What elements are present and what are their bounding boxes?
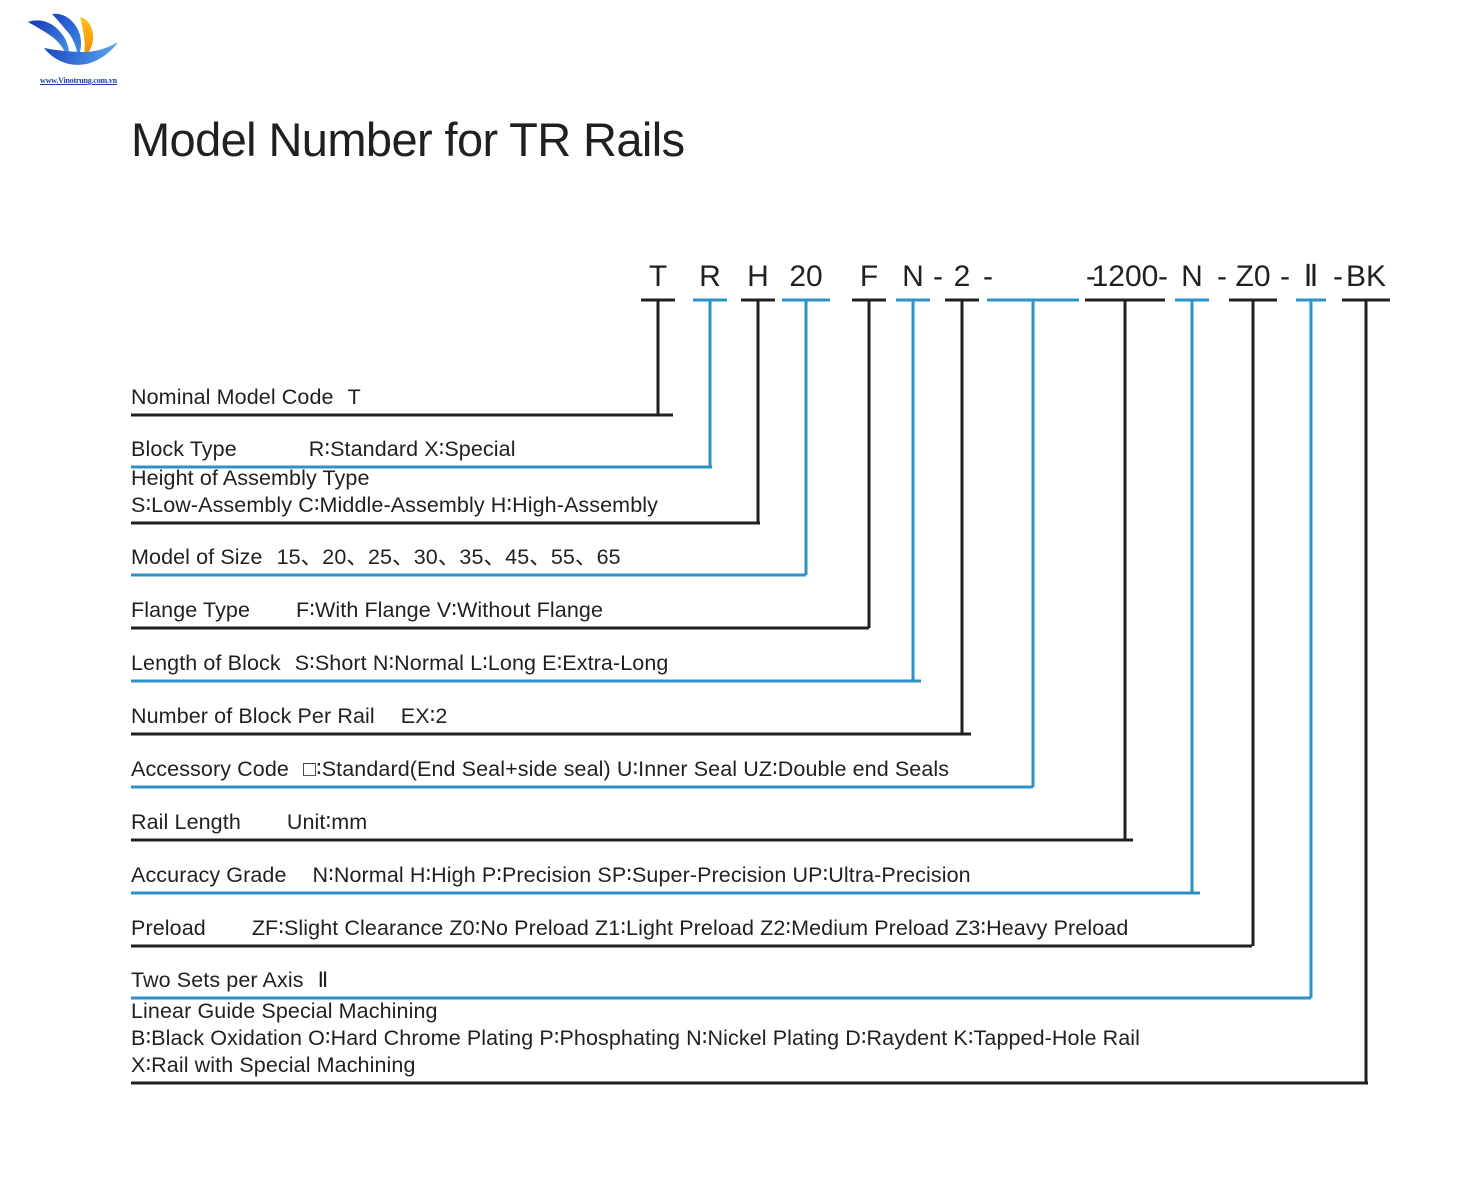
label-line: Number of Block Per Rail EX∶2: [131, 703, 447, 730]
label-text: □∶Standard(End Seal+side seal) U∶Inner S…: [302, 757, 950, 781]
label-rail-length: Rail Length Unit∶mm: [131, 809, 367, 836]
label-text: ZF∶Slight Clearance Z0∶No Preload Z1∶Lig…: [251, 916, 1129, 940]
label-text: Model of Size: [131, 545, 263, 569]
label-length-of-block: Length of Block S∶Short N∶Normal L∶Long E…: [131, 650, 668, 677]
label-text: S∶Low-Assembly C∶Middle-Assembly H∶High-…: [131, 493, 658, 517]
label-two-sets-per-axis: Two Sets per Axis Ⅱ: [131, 967, 328, 994]
code-token-r[interactable]: R: [699, 260, 721, 293]
label-preload: Preload ZF∶Slight Clearance Z0∶No Preload…: [131, 915, 1128, 942]
label-text: Accessory Code: [131, 757, 289, 781]
code-separator-3: -: [1158, 260, 1168, 293]
code-separator-5: -: [1280, 260, 1290, 293]
label-text: 15、20、25、30、35、45、55、65: [276, 545, 621, 569]
code-separator-0: -: [933, 260, 943, 293]
code-separator-4: -: [1217, 260, 1227, 293]
label-line: S∶Low-Assembly C∶Middle-Assembly H∶High-…: [131, 492, 658, 519]
label-text: T: [347, 385, 361, 409]
label-text: X∶Rail with Special Machining: [131, 1053, 416, 1077]
code-token-bk[interactable]: BK: [1345, 260, 1387, 293]
label-line: Preload ZF∶Slight Clearance Z0∶No Preload…: [131, 915, 1128, 942]
label-text: Length of Block: [131, 651, 281, 675]
label-text: Accuracy Grade: [131, 863, 287, 887]
label-line: Accuracy Grade N∶Normal H∶High P∶Precisio…: [131, 862, 971, 889]
label-line: Linear Guide Special Machining: [131, 998, 1140, 1025]
label-text: B∶Black Oxidation O∶Hard Chrome Plating …: [131, 1026, 1141, 1050]
code-token-2[interactable]: 2: [953, 260, 971, 293]
label-accuracy-grade: Accuracy Grade N∶Normal H∶High P∶Precisio…: [131, 862, 971, 889]
label-line: X∶Rail with Special Machining: [131, 1052, 1140, 1079]
label-line: Model of Size 15、20、25、30、35、45、55、65: [131, 544, 621, 571]
label-text: Linear Guide Special Machining: [131, 999, 438, 1023]
label-accessory-code: Accessory Code □∶Standard(End Seal+side s…: [131, 756, 949, 783]
label-line: Height of Assembly Type: [131, 465, 658, 492]
label-text: Height of Assembly Type: [131, 466, 370, 490]
label-line: Rail Length Unit∶mm: [131, 809, 367, 836]
code-token-z0[interactable]: Z0: [1235, 260, 1271, 293]
label-line: Two Sets per Axis Ⅱ: [131, 967, 328, 994]
label-text: R∶Standard X∶Special: [308, 437, 516, 461]
code-token-f[interactable]: F: [859, 260, 879, 293]
label-text: Number of Block Per Rail: [131, 704, 375, 728]
label-text: Preload: [131, 916, 206, 940]
code-token-h[interactable]: H: [747, 260, 769, 293]
code-token-ⅱ[interactable]: Ⅱ: [1303, 260, 1319, 293]
label-model-of-size: Model of Size 15、20、25、30、35、45、55、65: [131, 544, 621, 571]
label-line: Accessory Code □∶Standard(End Seal+side s…: [131, 756, 949, 783]
label-number-of-block-per-rail: Number of Block Per Rail EX∶2: [131, 703, 447, 730]
label-text: N∶Normal H∶High P∶Precision SP∶Super-Pre…: [312, 863, 971, 887]
label-text: Two Sets per Axis: [131, 968, 304, 992]
label-text: F∶With Flange V∶Without Flange: [296, 598, 603, 622]
label-text: EX∶2: [400, 704, 448, 728]
code-token-20[interactable]: 20: [789, 260, 823, 293]
label-flange-type: Flange Type F∶With Flange V∶Without Flang…: [131, 597, 603, 624]
label-text: Unit∶mm: [286, 810, 368, 834]
label-line: Flange Type F∶With Flange V∶Without Flang…: [131, 597, 603, 624]
label-text: Flange Type: [131, 598, 251, 622]
label-text: Rail Length: [131, 810, 241, 834]
code-separator-2: -: [1086, 260, 1096, 293]
code-token-t[interactable]: T: [648, 260, 668, 293]
code-separator-1: -: [983, 260, 993, 293]
label-nominal-model-code: Nominal Model Code T: [131, 384, 361, 411]
label-block-type: Block Type R∶Standard X∶Special: [131, 436, 516, 463]
code-token-1200[interactable]: 1200: [1091, 260, 1159, 293]
label-line: Length of Block S∶Short N∶Normal L∶Long E…: [131, 650, 668, 677]
label-text: Ⅱ: [317, 968, 329, 992]
code-token-n[interactable]: N: [902, 260, 924, 293]
label-text: Nominal Model Code: [131, 385, 334, 409]
label-line: B∶Black Oxidation O∶Hard Chrome Plating …: [131, 1025, 1140, 1052]
label-line: Block Type R∶Standard X∶Special: [131, 436, 516, 463]
code-separator-6: -: [1333, 260, 1343, 293]
logo-url-text[interactable]: www.Vinotrung.com.vn: [40, 76, 117, 85]
logo-bird-icon: [28, 13, 118, 65]
label-text: Block Type: [131, 437, 237, 461]
label-text: S∶Short N∶Normal L∶Long E∶Extra-Long: [294, 651, 669, 675]
code-token-n[interactable]: N: [1181, 260, 1203, 293]
page-title: Model Number for TR Rails: [131, 113, 685, 166]
label-line: Nominal Model Code T: [131, 384, 361, 411]
company-logo: www.Vinotrung.com.vn: [22, 8, 152, 86]
